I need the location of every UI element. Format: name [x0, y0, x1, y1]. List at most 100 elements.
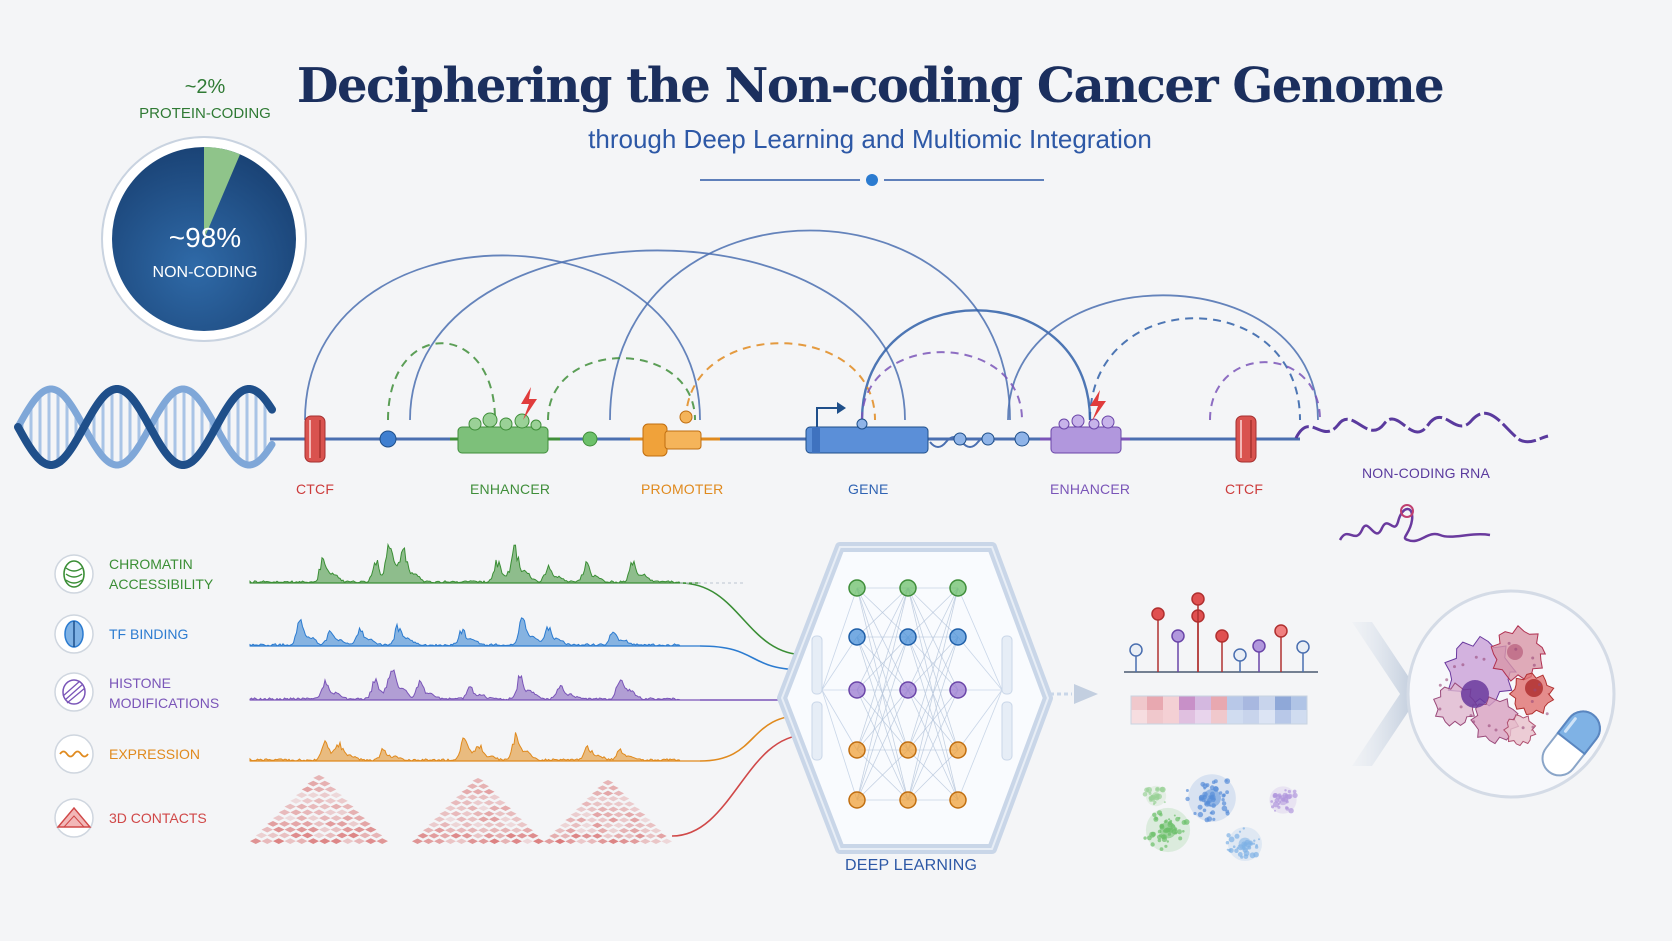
contact-cell — [330, 826, 342, 833]
contact-cell — [324, 786, 337, 793]
expression-wave — [59, 750, 89, 758]
cell-point — [1210, 810, 1216, 815]
anchor-bead — [582, 431, 598, 447]
cell-nucleus — [1277, 794, 1289, 806]
contact-cell — [483, 789, 495, 795]
cell-point — [1153, 800, 1157, 804]
cell-nucleus — [1152, 792, 1160, 800]
contact-cell — [640, 838, 651, 844]
track-label-tf-binding: TF BINDING — [109, 626, 189, 642]
cell-point — [1153, 816, 1159, 822]
contact-cell — [618, 817, 630, 823]
tumor-debris — [1521, 726, 1525, 730]
network-edge — [907, 689, 959, 801]
contact-cell — [570, 833, 582, 839]
cell-point — [1270, 800, 1274, 803]
cell-point — [1292, 792, 1298, 799]
contact-cell — [613, 812, 624, 818]
element-label-enhancer-1: ENHANCER — [470, 481, 551, 497]
heatmap-border — [1130, 695, 1308, 725]
contact-cell — [629, 817, 640, 823]
contact-cell — [445, 816, 456, 822]
non-coding-percent: ~98% — [168, 222, 242, 253]
network-edge — [957, 587, 1003, 691]
contact-cell — [347, 821, 360, 827]
network-edge — [907, 587, 959, 751]
contact-cell — [511, 827, 522, 833]
contact-cell — [554, 838, 566, 844]
network-edge — [907, 636, 959, 691]
contact-cell — [319, 815, 331, 821]
cell-point — [1146, 786, 1152, 793]
contact-cell — [511, 838, 522, 844]
heatmap-cell — [1291, 710, 1307, 724]
cell-point — [1221, 801, 1227, 806]
cell-point — [1288, 808, 1294, 814]
contact-cell — [650, 838, 662, 844]
cell-nucleus — [1203, 789, 1221, 807]
contact-cell — [634, 833, 646, 839]
contact-cell — [597, 785, 608, 791]
cell-point — [1226, 833, 1231, 838]
tumor-debris — [1507, 641, 1511, 645]
helix-strand-back — [14, 385, 276, 469]
cell-point — [1284, 789, 1287, 792]
contact-cell — [645, 822, 656, 828]
network-edge — [907, 587, 959, 691]
heatmap-cell — [1147, 710, 1163, 724]
contact-cell — [602, 812, 614, 818]
cell-point — [1212, 817, 1216, 822]
network-edge — [907, 587, 959, 638]
cell-point — [1152, 812, 1157, 817]
contact-cell — [634, 822, 646, 828]
contact-cell — [353, 838, 365, 844]
contact-cell — [629, 828, 640, 834]
contact-cell — [608, 806, 619, 812]
mutation-bolt-icon — [521, 387, 537, 420]
contact-cell — [522, 827, 533, 833]
contact-cell — [618, 838, 630, 844]
network-node — [949, 681, 967, 699]
contact-cell — [624, 801, 635, 807]
contact-cell — [301, 809, 314, 816]
contact-cell — [273, 826, 285, 833]
contact-cell — [581, 822, 592, 828]
contact-cell — [450, 833, 462, 839]
cell-point — [1176, 829, 1182, 835]
contact-cell — [423, 838, 434, 844]
contact-cell — [342, 815, 354, 821]
heatmap-cell — [1243, 696, 1259, 710]
contact-cell — [494, 833, 506, 839]
contact-cell — [586, 817, 598, 823]
contact-cell — [278, 809, 291, 816]
network-edge — [957, 636, 1003, 691]
contact-cell — [565, 838, 576, 844]
cell-point — [1202, 808, 1207, 813]
contact-cell — [319, 826, 331, 833]
contact-cell — [313, 832, 325, 839]
contact-cell — [560, 822, 571, 828]
cell-point — [1193, 811, 1197, 816]
heatmap-cell — [1179, 710, 1195, 724]
network-node — [899, 628, 917, 646]
contact-cell — [494, 822, 506, 828]
network-edge — [907, 636, 959, 801]
contact-cell — [278, 832, 291, 839]
contact-cell — [597, 806, 608, 812]
contact-cell — [307, 803, 319, 810]
expression-heatmap-strip — [1130, 695, 1308, 725]
contact-cell — [472, 789, 484, 795]
pie-protein-coding-slice — [204, 147, 241, 239]
contact-cell — [656, 833, 667, 839]
page-subtitle: through Deep Learning and Multiomic Inte… — [588, 124, 1152, 154]
contact-cell — [586, 838, 598, 844]
contact-cell — [439, 822, 451, 828]
tumor-debris — [1438, 683, 1442, 687]
network-nodes — [848, 579, 967, 809]
contact-cell — [267, 821, 279, 827]
contact-cell — [365, 838, 377, 844]
dna-helix-icon — [14, 385, 276, 469]
contact-cell — [417, 833, 429, 839]
contact-cell — [445, 838, 456, 844]
tumor-cell — [1503, 714, 1537, 747]
